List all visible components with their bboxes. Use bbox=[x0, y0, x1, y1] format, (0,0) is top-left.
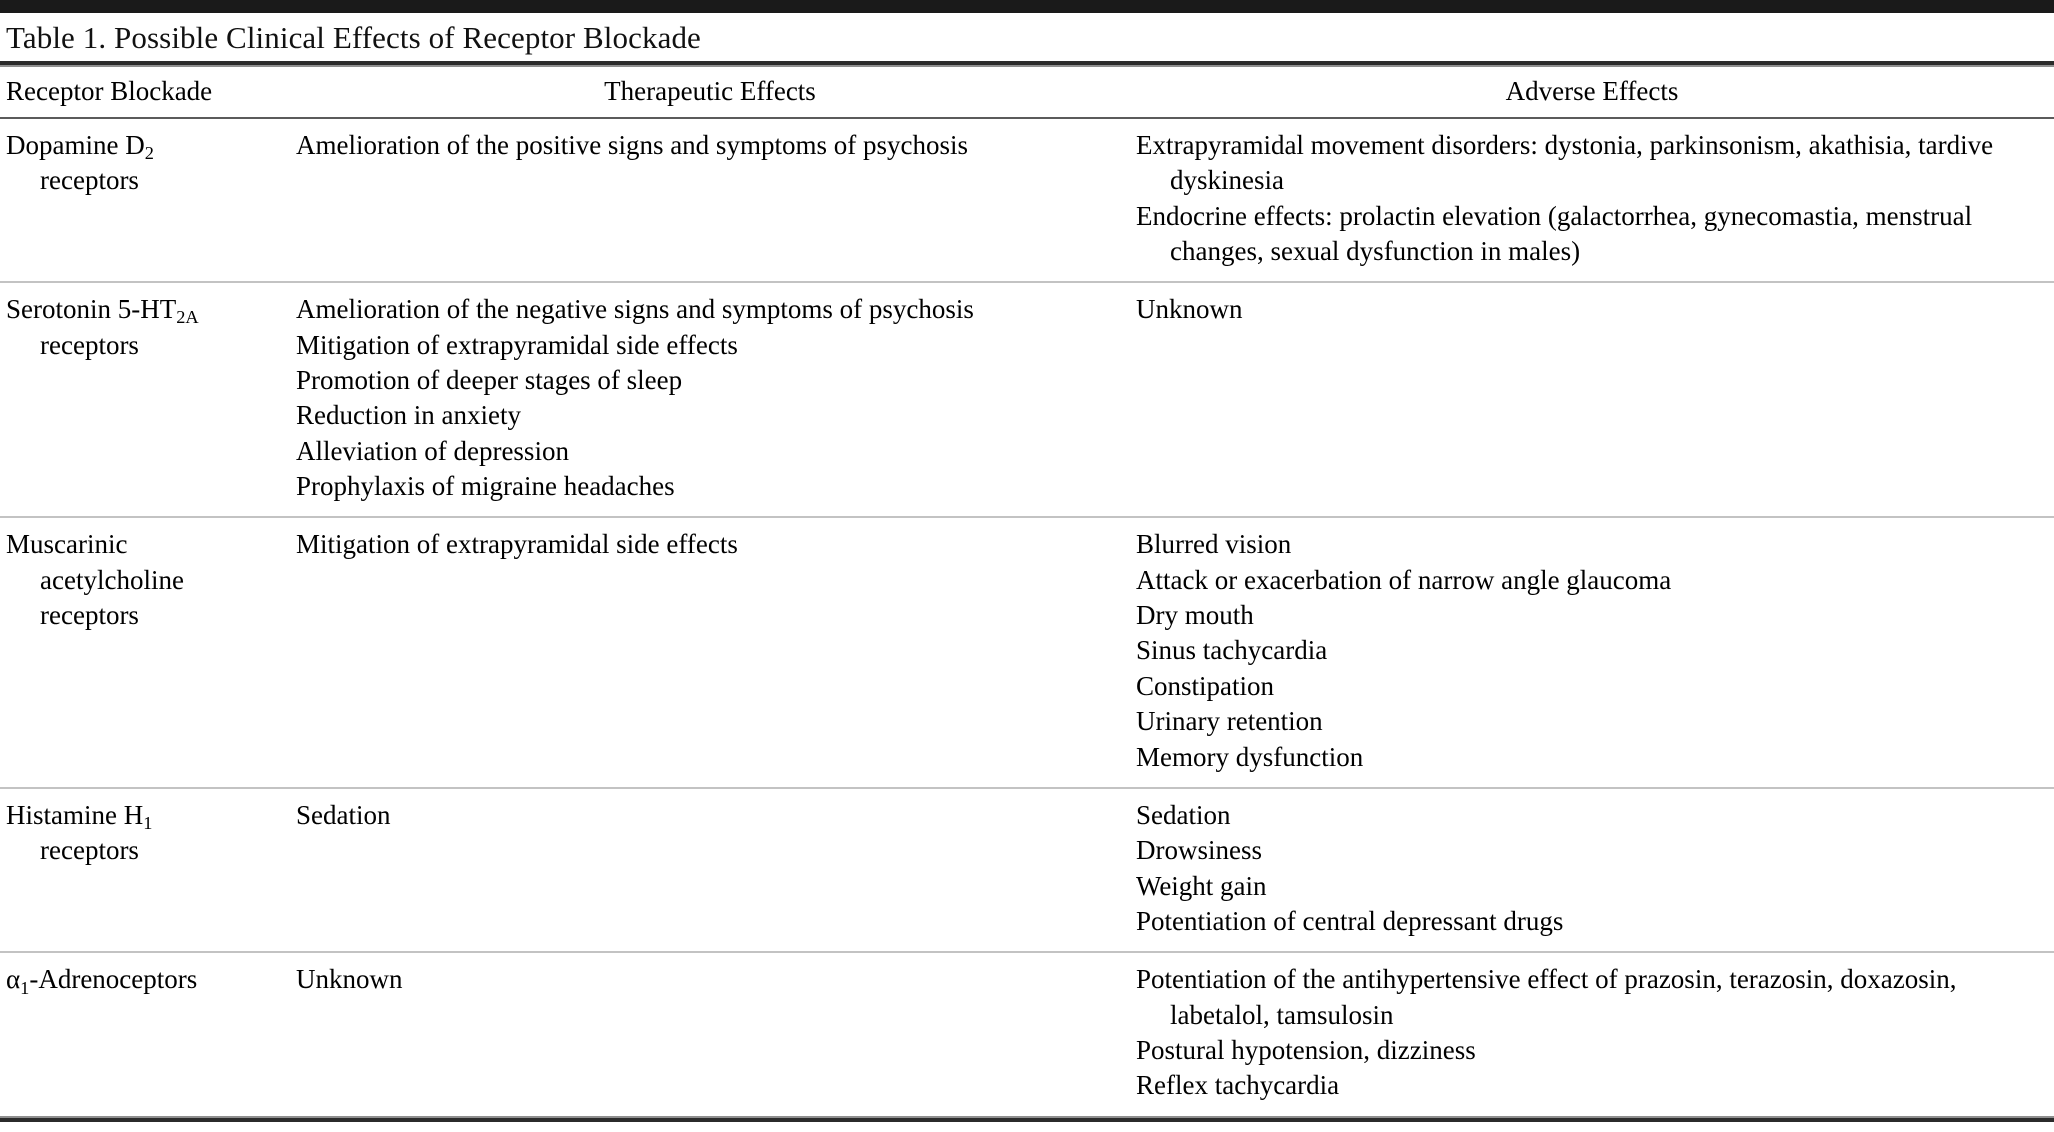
column-header-therapeutic-effects: Therapeutic Effects bbox=[290, 66, 1130, 119]
receptor-subscript: 2 bbox=[144, 142, 154, 163]
column-header-adverse-effects: Adverse Effects bbox=[1130, 66, 2054, 119]
therapeutic-effect-item: Reduction in anxiety bbox=[296, 400, 521, 431]
title-rule bbox=[0, 60, 2054, 67]
adverse-effect-item: Unknown bbox=[1136, 294, 1243, 325]
cell-therapeutic-effects: Amelioration of the negative signs and s… bbox=[290, 282, 1130, 519]
receptor-name-continuation: acetylcholine bbox=[40, 564, 184, 595]
receptor-name-continuation: receptors bbox=[40, 165, 139, 196]
adverse-effect-item: Potentiation of the antihypertensive eff… bbox=[1136, 964, 1957, 1030]
receptor-name-continuation: receptors bbox=[40, 600, 139, 631]
adverse-effect-item: Endocrine effects: prolactin elevation (… bbox=[1136, 200, 1973, 266]
adverse-effect-item: Dry mouth bbox=[1136, 600, 1254, 631]
table-title: Table 1. Possible Clinical Effects of Re… bbox=[6, 20, 701, 55]
adverse-effect-item: Sinus tachycardia bbox=[1136, 635, 1328, 666]
therapeutic-effect-item: Mitigation of extrapyramidal side effect… bbox=[296, 329, 738, 360]
cell-receptor-blockade: α1-Adrenoceptors bbox=[0, 952, 290, 1115]
adverse-effect-item: Urinary retention bbox=[1136, 706, 1323, 737]
adverse-effect-item: Potentiation of central depressant drugs bbox=[1136, 906, 1564, 936]
receptor-name: Histamine H1 bbox=[6, 799, 153, 834]
cell-adverse-effects-list: Potentiation of the antihypertensive eff… bbox=[1136, 962, 2044, 1103]
cell-therapeutic-effects-list: Mitigation of extrapyramidal side effect… bbox=[296, 527, 1120, 562]
receptor-name: Muscarinic bbox=[6, 529, 128, 560]
cell-therapeutic-effects: Mitigation of extrapyramidal side effect… bbox=[290, 517, 1130, 789]
top-black-bar bbox=[0, 0, 2054, 13]
cell-therapeutic-effects: Amelioration of the positive signs and s… bbox=[290, 117, 1130, 284]
bottom-spacer bbox=[0, 1122, 2054, 1132]
cell-therapeutic-effects: Sedation bbox=[290, 787, 1130, 954]
cell-adverse-effects: Unknown bbox=[1130, 282, 2054, 519]
cell-therapeutic-effects-list: Amelioration of the positive signs and s… bbox=[296, 128, 1120, 163]
receptor-name-continuation: receptors bbox=[40, 329, 139, 360]
adverse-effect-item: Postural hypotension, dizziness bbox=[1136, 1035, 1476, 1066]
cell-therapeutic-effects-list: Unknown bbox=[296, 962, 1120, 997]
therapeutic-effect-item: Mitigation of extrapyramidal side effect… bbox=[296, 529, 738, 560]
receptor-name: α1-Adrenoceptors bbox=[6, 964, 198, 998]
therapeutic-effect-item: Amelioration of the negative signs and s… bbox=[296, 294, 974, 325]
cell-therapeutic-effects: Unknown bbox=[290, 952, 1130, 1115]
table-title-block: Table 1. Possible Clinical Effects of Re… bbox=[0, 13, 2054, 61]
table-header: Receptor Blockade Therapeutic Effects Ad… bbox=[0, 66, 2054, 119]
adverse-effect-item: Blurred vision bbox=[1136, 529, 1292, 560]
cell-adverse-effects: Potentiation of the antihypertensive eff… bbox=[1130, 952, 2054, 1115]
adverse-effect-item: Sedation bbox=[1136, 799, 1231, 830]
clinical-effects-table: Receptor Blockade Therapeutic Effects Ad… bbox=[0, 66, 2054, 1116]
receptor-name: Serotonin 5-HT2A bbox=[6, 294, 199, 328]
receptor-subscript: 2A bbox=[176, 307, 199, 328]
column-header-receptor-blockade: Receptor Blockade bbox=[0, 66, 290, 119]
adverse-effect-item: Weight gain bbox=[1136, 870, 1267, 901]
adverse-effect-item: Attack or exacerbation of narrow angle g… bbox=[1136, 564, 1672, 595]
therapeutic-effect-item: Promotion of deeper stages of sleep bbox=[296, 364, 683, 395]
adverse-effect-item: Memory dysfunction bbox=[1136, 741, 1364, 772]
receptor-subscript: 1 bbox=[20, 977, 30, 998]
cell-therapeutic-effects-list: Sedation bbox=[296, 798, 1120, 833]
table-row: Muscarinic acetylcholine receptors Mitigati… bbox=[0, 517, 2054, 789]
therapeutic-effect-item: Sedation bbox=[296, 799, 391, 830]
cell-therapeutic-effects-list: Amelioration of the negative signs and s… bbox=[296, 292, 1120, 504]
header-row: Receptor Blockade Therapeutic Effects Ad… bbox=[0, 66, 2054, 119]
therapeutic-effect-item: Amelioration of the positive signs and s… bbox=[296, 129, 968, 160]
receptor-name: Dopamine D2 bbox=[6, 129, 154, 163]
receptor-name-continuation: receptors bbox=[40, 835, 139, 866]
cell-receptor-blockade: Muscarinic acetylcholine receptors bbox=[0, 517, 290, 789]
therapeutic-effect-item: Unknown bbox=[296, 964, 403, 995]
cell-adverse-effects-list: Unknown bbox=[1136, 292, 2044, 327]
therapeutic-effect-item: Alleviation of depression bbox=[296, 435, 569, 466]
cell-adverse-effects: Extrapyramidal movement disorders: dysto… bbox=[1130, 117, 2054, 284]
adverse-effect-item: Drowsiness bbox=[1136, 835, 1262, 866]
receptor-subscript: 1 bbox=[143, 813, 153, 834]
cell-adverse-effects-list: Extrapyramidal movement disorders: dysto… bbox=[1136, 128, 2044, 269]
adverse-effect-item: Reflex tachycardia bbox=[1136, 1070, 1340, 1101]
table-row: α1-Adrenoceptors Unknown Potentiation of t… bbox=[0, 952, 2054, 1115]
therapeutic-effect-item: Prophylaxis of migraine headaches bbox=[296, 471, 675, 502]
adverse-effect-item: Constipation bbox=[1136, 670, 1275, 701]
adverse-effect-item: Extrapyramidal movement disorders: dysto… bbox=[1136, 129, 1994, 196]
